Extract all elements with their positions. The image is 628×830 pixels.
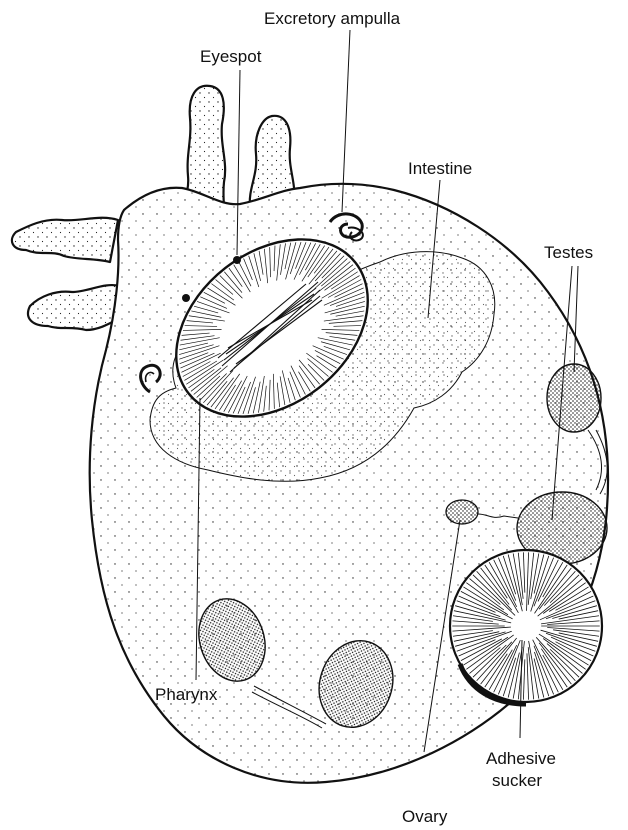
adhesive-sucker xyxy=(450,550,602,704)
label-ovary: Ovary xyxy=(402,807,448,826)
label-intestine: Intestine xyxy=(408,159,472,178)
eyespot-right xyxy=(233,256,241,264)
label-adhesive: Adhesive xyxy=(486,749,556,768)
label-testes: Testes xyxy=(544,243,593,262)
label-eyespot: Eyespot xyxy=(200,47,262,66)
label-excretory-ampulla: Excretory ampulla xyxy=(264,9,401,28)
label-pharynx: Pharynx xyxy=(155,685,218,704)
label-sucker: sucker xyxy=(492,771,542,790)
eyespot-left xyxy=(182,294,190,302)
